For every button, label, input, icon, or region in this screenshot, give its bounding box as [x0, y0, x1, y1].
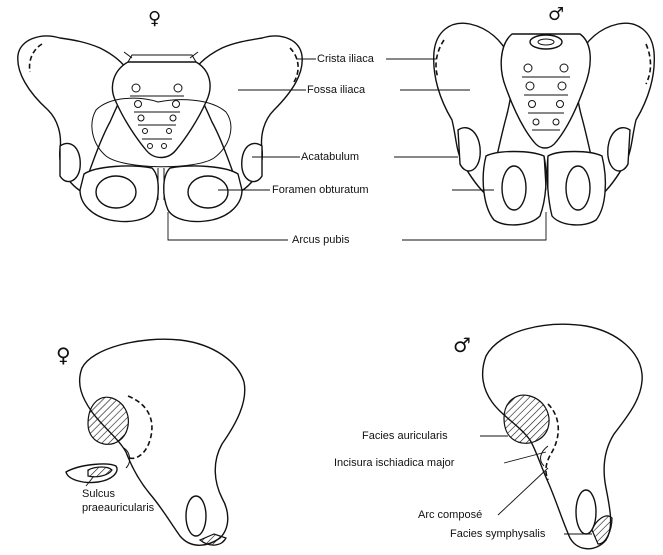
label-incisura-ischiadica-major: Incisura ischiadica major: [334, 457, 454, 470]
label-sulcus: Sulcus: [82, 488, 115, 501]
female-symbol-bottom: ♀: [56, 346, 71, 364]
female-pelvis-front: [18, 36, 302, 222]
label-foramen-obturatum: Foramen obturatum: [272, 184, 369, 197]
label-arc-compose: Arc composé: [418, 509, 482, 522]
male-pelvis-front: [434, 23, 655, 225]
label-facies-auricularis: Facies auricularis: [362, 430, 448, 443]
male-symbol-bottom: ♂: [453, 336, 471, 354]
label-arcus-pubis: Arcus pubis: [292, 234, 349, 247]
label-facies-symphysalis: Facies symphysalis: [450, 528, 545, 541]
label-praeauricularis: praeauricularis: [82, 502, 154, 515]
label-acetabulum: Acatabulum: [301, 151, 359, 164]
male-hip-side: [483, 324, 643, 548]
label-fossa-iliaca: Fossa iliaca: [307, 84, 365, 97]
label-crista-iliaca: Crista iliaca: [317, 53, 374, 66]
male-symbol-top: ♂: [548, 6, 564, 24]
female-symbol-top: ♀: [148, 10, 161, 28]
